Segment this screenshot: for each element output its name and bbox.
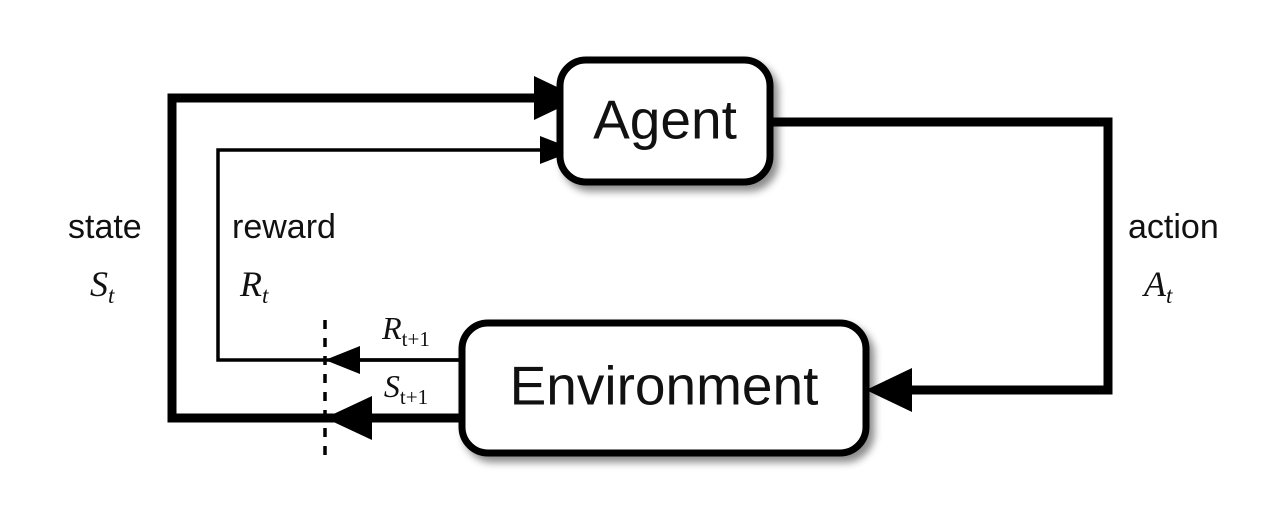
action-word-label: action — [1128, 208, 1219, 246]
edge-state-next — [325, 396, 462, 440]
reward-symbol-label: Rt — [239, 264, 269, 308]
action-symbol-base: A — [1142, 264, 1167, 304]
node-agent[interactable]: Agent — [556, 56, 774, 186]
agent-label: Agent — [593, 89, 737, 151]
action-symbol-label: At — [1142, 264, 1173, 308]
agent-box[interactable] — [556, 56, 774, 186]
node-environment[interactable]: Environment — [458, 319, 870, 457]
state-next-symbol-base: S — [384, 368, 400, 404]
reward-symbol-base: R — [239, 264, 262, 304]
label-reward-next: Rt+1 — [381, 310, 430, 350]
action-forward-arrowhead — [866, 368, 912, 412]
reward-next-arrowhead — [325, 346, 360, 374]
state-symbol-base: S — [90, 264, 108, 304]
action-forward-line — [770, 117, 1113, 395]
state-next-symbol-subscript: t+1 — [400, 385, 428, 409]
label-state-next: St+1 — [384, 368, 428, 408]
state-word-label: state — [68, 208, 142, 246]
reward-symbol-subscript: t — [262, 283, 269, 308]
environment-box[interactable] — [458, 319, 870, 457]
reward-next-symbol-base: R — [381, 310, 402, 346]
reward-word-label: reward — [232, 208, 336, 246]
state-symbol-subscript: t — [108, 283, 115, 308]
reward-next-symbol-label: Rt+1 — [381, 310, 430, 350]
label-action: action At — [1128, 208, 1219, 308]
action-symbol-subscript: t — [1166, 283, 1173, 308]
edge-reward-next — [325, 346, 462, 374]
state-symbol-label: St — [90, 264, 115, 308]
edge-action-forward — [770, 117, 1113, 412]
environment-label: Environment — [510, 355, 819, 417]
state-next-arrowhead — [325, 396, 372, 440]
label-state: state St — [68, 208, 142, 308]
reward-next-symbol-subscript: t+1 — [402, 327, 430, 351]
state-next-symbol-label: St+1 — [384, 368, 428, 408]
state-feedback-line — [167, 93, 534, 423]
label-reward: reward Rt — [232, 208, 336, 308]
